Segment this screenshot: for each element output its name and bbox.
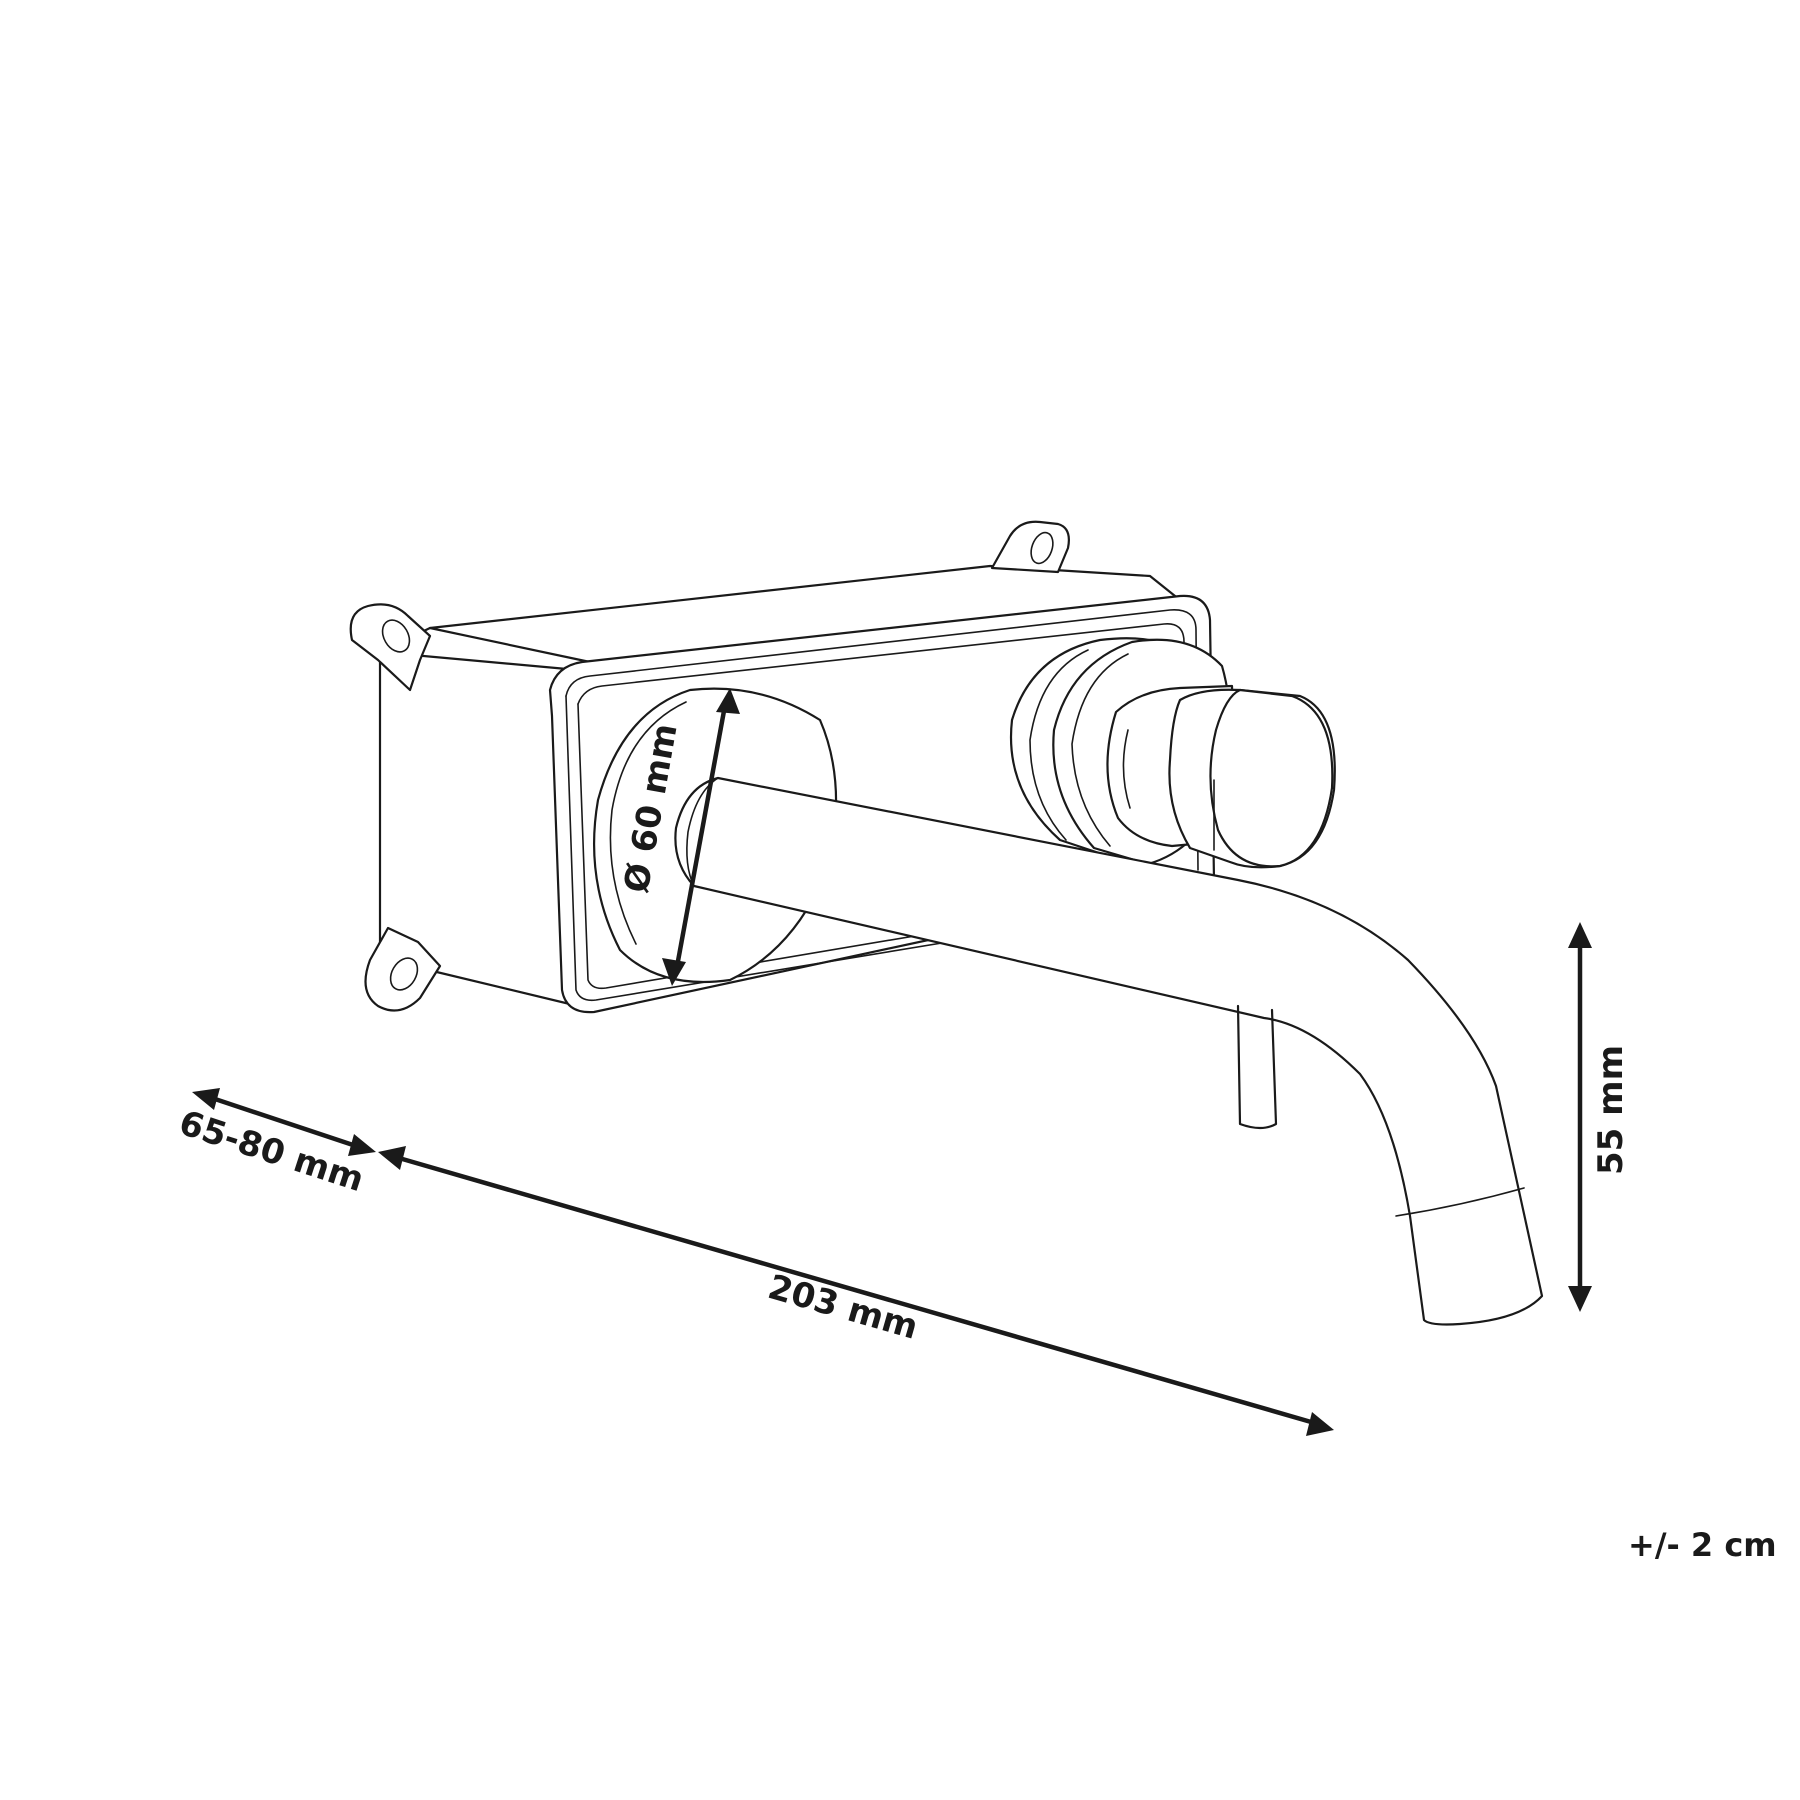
length-arrow-right [1306,1412,1334,1436]
mounting-box [349,520,1182,1012]
height-dimension: 55 mm [1568,922,1631,1312]
depth-arrow-right [348,1134,376,1156]
diameter-arrow-top [716,688,740,714]
length-line [391,1153,1319,1427]
height-arrow-top [1568,922,1592,948]
height-arrow-bottom [1568,1286,1592,1312]
height-label: 55 mm [1591,1045,1631,1175]
left-bottom-mounting-ear [364,926,442,1012]
length-arrow-left [378,1146,406,1170]
depth-dimension: 65-80 mm [174,1088,376,1200]
length-label: 203 mm [764,1267,923,1348]
diameter-arrow-bottom [662,958,686,986]
diameter-line [673,699,729,973]
depth-line [205,1093,363,1151]
length-dimension: 203 mm [378,1146,1334,1436]
tolerance-note: +/- 2 cm [1628,1526,1777,1564]
depth-arrow-left [192,1088,220,1110]
spout [674,776,1544,1326]
top-mounting-ear [990,520,1070,574]
mixer-handle [1010,637,1336,869]
